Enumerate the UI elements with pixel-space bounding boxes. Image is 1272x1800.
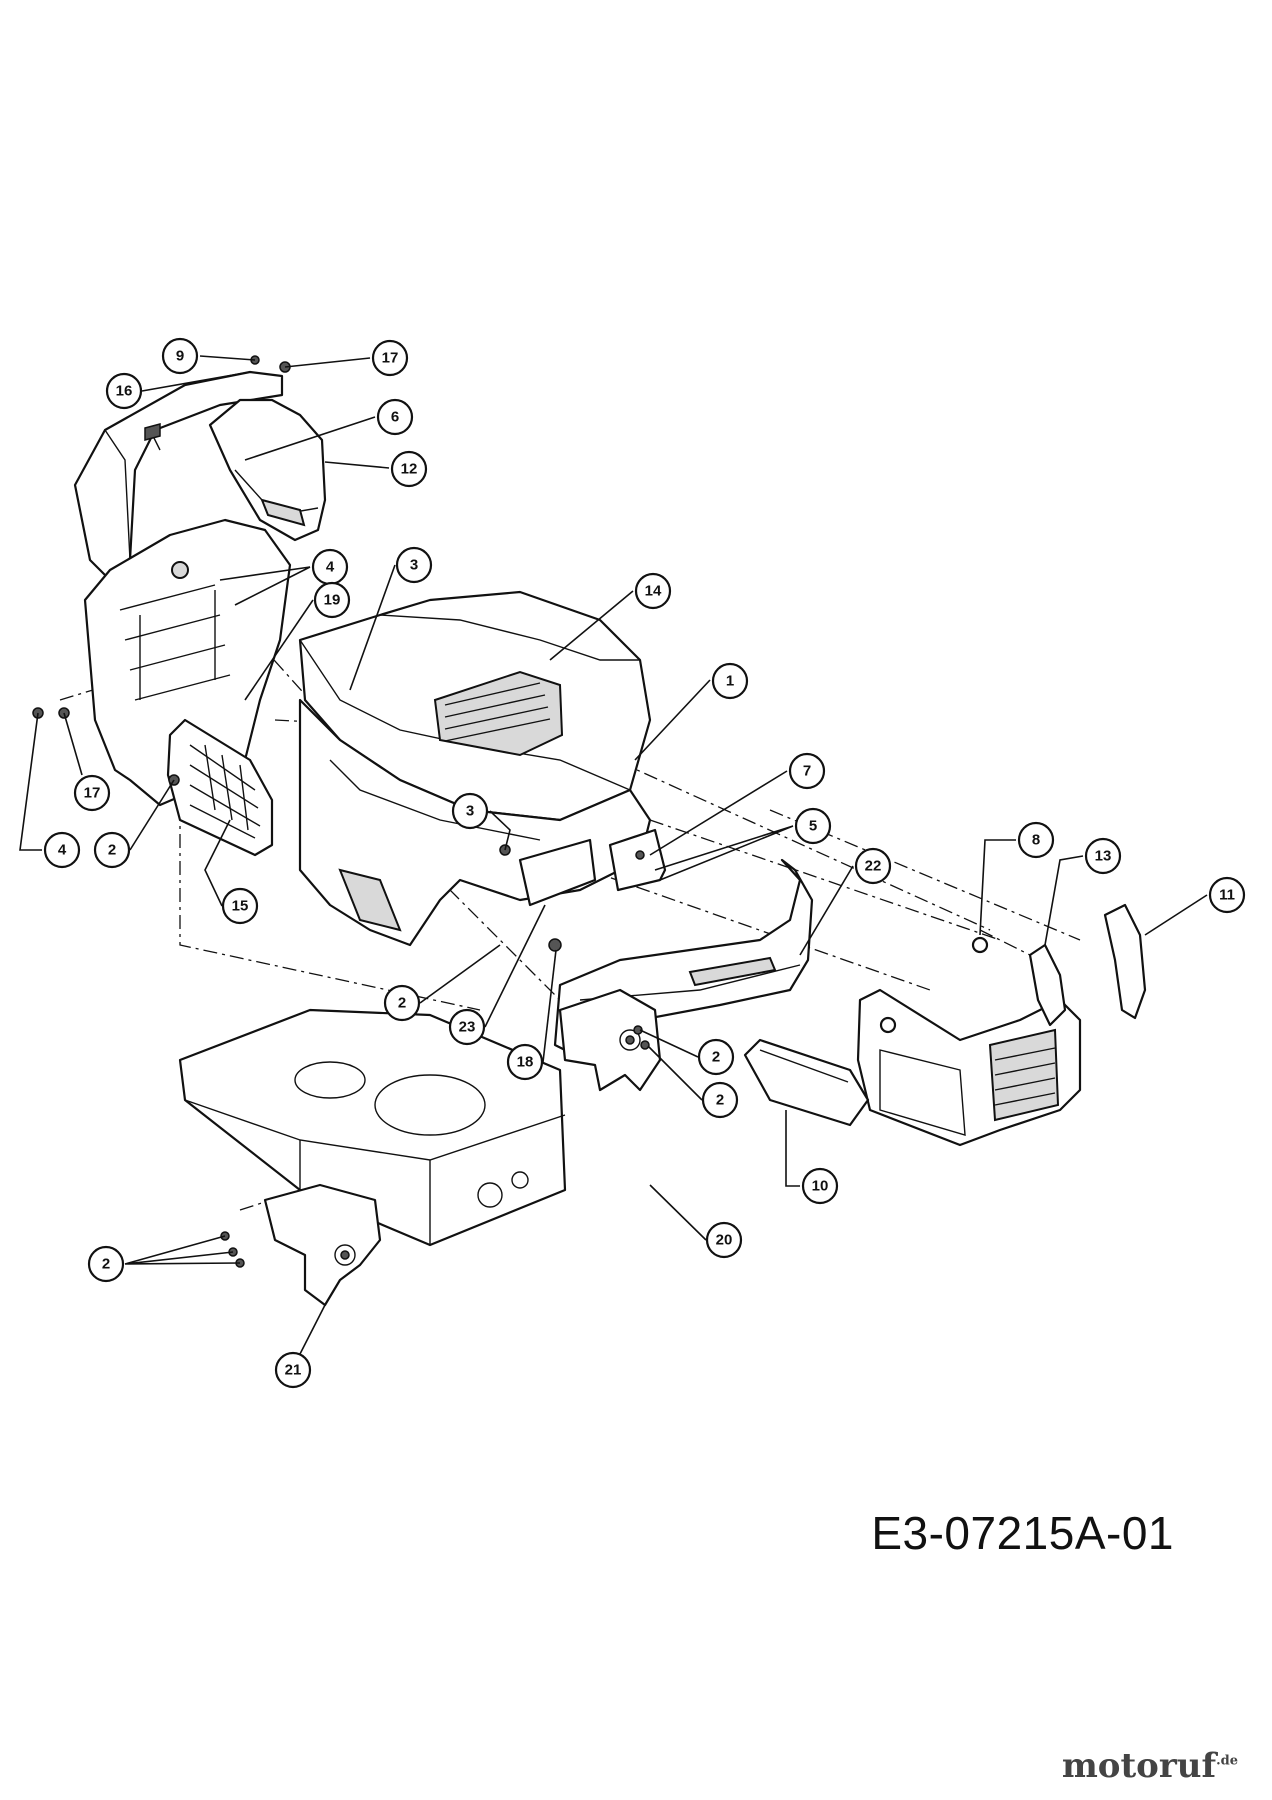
svg-text:6: 6	[391, 409, 399, 426]
svg-text:22: 22	[865, 858, 882, 875]
watermark-tld: .de	[1216, 1753, 1238, 1769]
rear-firewall-panel	[83, 518, 292, 807]
svg-text:7: 7	[803, 763, 811, 780]
watermark-brand: motoruf	[1061, 1746, 1217, 1786]
callout-c23: 23	[448, 904, 546, 1046]
callout-c19: 19	[244, 581, 351, 701]
left-pivot-bracket	[263, 1183, 382, 1307]
svg-text:2: 2	[102, 1256, 110, 1273]
callout-c22: 22	[799, 847, 892, 956]
callout-c7: 7	[649, 752, 826, 856]
callout-c3b: 3	[451, 792, 511, 851]
svg-text:11: 11	[1219, 887, 1235, 904]
front-nose-grille	[856, 988, 1082, 1147]
svg-text:13: 13	[1095, 848, 1112, 865]
callout-c16: 16	[105, 371, 251, 410]
callout-c1: 1	[634, 662, 749, 761]
callout-c3a: 3	[349, 546, 433, 691]
svg-text:16: 16	[116, 383, 133, 400]
svg-text:8: 8	[1032, 832, 1040, 849]
callout-c18: 18	[506, 949, 557, 1081]
svg-text:9: 9	[176, 348, 184, 365]
callouts: 9 17 16 6 12 4 3 19 14 1 17 4 2 15 7 3 5…	[19, 337, 1246, 1389]
callout-c13: 13	[1044, 837, 1122, 946]
callout-c4b: 4	[19, 712, 81, 869]
callout-c14: 14	[549, 572, 672, 661]
callout-c11: 11	[1144, 876, 1246, 936]
callout-c12: 12	[324, 450, 428, 488]
callout-c2d: 2	[647, 1045, 739, 1119]
svg-text:4: 4	[326, 559, 335, 576]
callout-c21: 21	[274, 1304, 326, 1389]
callout-c2b: 2	[383, 944, 501, 1022]
svg-text:20: 20	[716, 1232, 733, 1249]
callout-c2e: 2	[87, 1235, 241, 1283]
svg-text:2: 2	[716, 1092, 724, 1109]
fastener-clip	[971, 936, 989, 954]
callout-c17a: 17	[284, 339, 409, 377]
right-pivot-bracket	[558, 988, 662, 1092]
svg-text:15: 15	[232, 898, 249, 915]
callout-c9: 9	[161, 337, 256, 375]
svg-text:18: 18	[517, 1054, 534, 1071]
chassis-frame	[178, 1008, 567, 1247]
callout-c5: 5	[654, 807, 832, 881]
svg-text:5: 5	[809, 818, 817, 835]
hood-bracket	[608, 828, 667, 892]
headlight-lens	[1103, 903, 1147, 1020]
svg-text:17: 17	[84, 785, 101, 802]
callout-c2a: 2	[93, 779, 175, 869]
svg-text:23: 23	[459, 1019, 476, 1036]
svg-text:3: 3	[410, 557, 418, 574]
svg-text:12: 12	[401, 461, 418, 478]
svg-text:10: 10	[812, 1178, 829, 1195]
watermark-logo: motoruf.de	[1062, 1746, 1238, 1786]
callout-c17b: 17	[63, 712, 111, 812]
mount-plate	[518, 838, 597, 907]
callout-c20: 20	[649, 1184, 743, 1259]
callout-c15: 15	[204, 819, 259, 925]
svg-text:2: 2	[398, 995, 406, 1012]
svg-text:2: 2	[108, 842, 116, 859]
side-grille-insert	[166, 718, 274, 857]
side-vent-cover	[743, 1038, 870, 1127]
svg-text:2: 2	[712, 1049, 720, 1066]
svg-text:19: 19	[324, 592, 341, 609]
svg-text:3: 3	[466, 803, 474, 820]
callout-c8: 8	[979, 821, 1055, 936]
dash-upper-panel	[208, 398, 327, 542]
svg-text:17: 17	[382, 350, 399, 367]
svg-text:4: 4	[58, 842, 67, 859]
svg-text:21: 21	[285, 1362, 302, 1379]
callout-c10: 10	[785, 1110, 839, 1205]
callout-c2c: 2	[639, 1029, 735, 1076]
drawing-code: E3-07215A-01	[871, 1507, 1174, 1559]
callout-c6: 6	[244, 398, 414, 461]
dash-panel-cover	[73, 370, 284, 587]
svg-text:1: 1	[726, 673, 734, 690]
svg-text:14: 14	[645, 583, 662, 600]
callout-c4a: 4	[219, 548, 349, 606]
